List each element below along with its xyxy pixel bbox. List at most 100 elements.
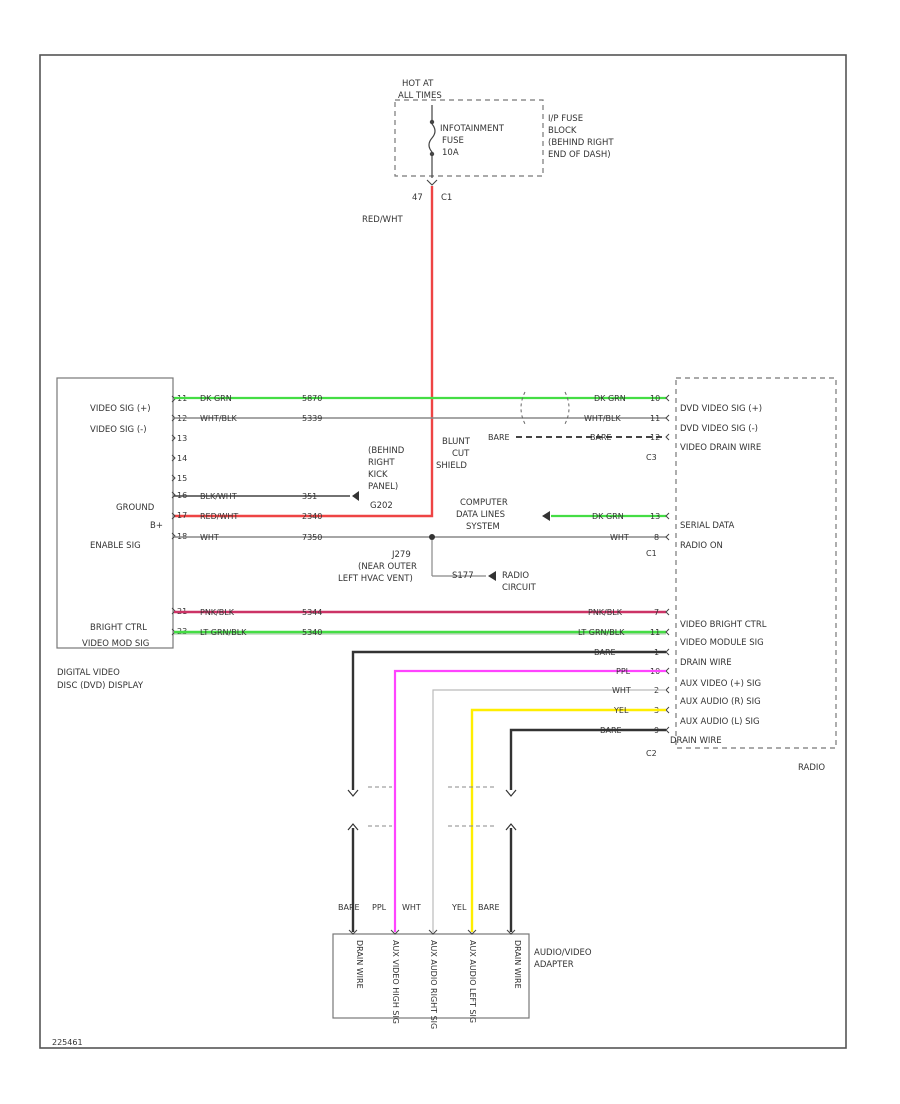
dvd-name-2: DISC (DVD) DISPLAY (57, 681, 144, 691)
radio-wire-5-color: WHT (610, 533, 629, 542)
to-radio-note-1: S177 (452, 571, 474, 581)
ground-note-4: PANEL) (368, 482, 398, 492)
radio-label-radio-on: RADIO ON (680, 541, 723, 551)
wire-3-circuit: 351 (302, 492, 317, 501)
wire-2-circuit: 5339 (302, 414, 322, 423)
to-radio-note-2: RADIO (502, 571, 529, 581)
dvd-label-ground: GROUND (116, 503, 155, 513)
blunt-label-3: SHIELD (436, 461, 467, 471)
radio-wire-3-color: BARE (590, 433, 612, 442)
dvd-name-1: DIGITAL VIDEO (57, 668, 120, 678)
comp-note-1: COMPUTER (460, 498, 508, 508)
dvd-pin-13: 13 (177, 434, 187, 443)
shield-loop (520, 391, 570, 425)
wire-2-color: WHT/BLK (200, 414, 237, 423)
dvd-pin-15: 15 (177, 474, 187, 483)
radio-wire-6-color: PNK/BLK (588, 608, 623, 617)
fuse-location-1: I/P FUSE (548, 114, 583, 124)
splice-note-3: LEFT HVAC VENT) (338, 574, 413, 584)
radio-label-drain-wire: DRAIN WIRE (680, 658, 732, 668)
radio-label-aux-audio-r: AUX AUDIO (R) SIG (680, 697, 761, 707)
radio-pin-1: 10 (650, 394, 660, 403)
adapter-pin-drain-left: DRAIN WIRE (355, 940, 364, 989)
radio-label-aux-audio-l: AUX AUDIO (L) SIG (680, 717, 760, 727)
adapter-wire-3: WHT (402, 903, 421, 912)
wire-4-color: RED/WHT (200, 512, 238, 521)
radio-label-aux-video: AUX VIDEO (+) SIG (680, 679, 761, 689)
to-radio-note-3: CIRCUIT (502, 583, 537, 593)
blunt-label-2: CUT (452, 449, 470, 459)
adapter-pin-aux-audio-l: AUX AUDIO LEFT SIG (468, 940, 477, 1023)
splice-dot (429, 534, 435, 540)
hot-label-1: HOT AT (402, 79, 434, 89)
fuse-block: HOT AT ALL TIMES INFOTAINMENT FUSE 10A I… (394, 79, 614, 203)
radio-pin-2: 11 (650, 414, 660, 423)
radio-wire-1-color: DK GRN (594, 394, 626, 403)
radio-label-drain-wire-2: DRAIN WIRE (670, 736, 722, 746)
wire-aux-audio-r (432, 689, 666, 932)
diagram-frame (39, 54, 847, 1049)
wire-6-circuit: 5344 (302, 608, 322, 617)
ground-arrow-icon (352, 491, 359, 501)
radio-label-video-bright: VIDEO BRIGHT CTRL (680, 620, 767, 630)
wire-drain-right (509, 728, 666, 790)
ground-note-3: KICK (368, 470, 388, 480)
fuse-terminal-bottom (429, 151, 435, 157)
ground-note-2: RIGHT (368, 458, 395, 468)
wire-1-color: DK GRN (200, 394, 232, 403)
adapter-name-2: ADAPTER (534, 960, 574, 970)
radio-pin-4: 13 (650, 512, 660, 521)
adapter-wire-5: BARE (478, 903, 500, 912)
dvd-label-enable-sig: ENABLE SIG (90, 541, 141, 551)
wire-7-color: LT GRN/BLK (200, 628, 247, 637)
wire-5-circuit: 7350 (302, 533, 322, 542)
dvd-label-video-mod-sig: VIDEO MOD SIG (82, 639, 149, 649)
comp-note-2: DATA LINES (456, 510, 505, 520)
radio-label-dvd-video-pos: DVD VIDEO SIG (+) (680, 404, 762, 414)
radio-pin-5: 8 (654, 533, 659, 542)
radio-label-video-drain: VIDEO DRAIN WIRE (680, 443, 761, 453)
radio-pin-6: 7 (654, 608, 659, 617)
radio-wire-11-color: YEL (613, 706, 629, 715)
adapter-pin-drain-right: DRAIN WIRE (513, 940, 522, 989)
radio-wire-8-color: BARE (594, 648, 616, 657)
adapter-name-1: AUDIO/VIDEO (534, 948, 592, 958)
fuse-icon (428, 123, 436, 153)
fuse-connector: C1 (441, 193, 452, 203)
splice-note-2: (NEAR OUTER (358, 562, 417, 572)
feed-wire-color-label: RED/WHT (362, 215, 403, 225)
feed-wire-red (174, 186, 434, 518)
adapter-wire-4: YEL (451, 903, 467, 912)
av-adapter: DRAIN WIRE AUX VIDEO HIGH SIG AUX AUDIO … (332, 929, 592, 1029)
hot-label-2: ALL TIMES (398, 91, 442, 101)
radio-wire-12-color: BARE (600, 726, 622, 735)
radio-circuit-arrow-icon (488, 571, 496, 581)
wire-7-circuit: 5340 (302, 628, 322, 637)
radio-label-dvd-video-neg: DVD VIDEO SIG (-) (680, 424, 758, 434)
figure-id: 225461 (52, 1038, 83, 1047)
dvd-pin-14: 14 (177, 454, 187, 463)
blunt-label-1: BLUNT (442, 437, 471, 447)
radio-name: RADIO (798, 763, 825, 773)
adapter-pin-aux-video: AUX VIDEO HIGH SIG (391, 940, 400, 1024)
fuse-location-3: (BEHIND RIGHT (548, 138, 614, 148)
fuse-name-1: INFOTAINMENT (440, 124, 505, 134)
connector-icon (426, 179, 438, 186)
fuse-terminal-top (429, 119, 435, 125)
wire-4-circuit: 2340 (302, 512, 322, 521)
data-lines-arrow-icon (542, 511, 550, 521)
radio-connector-c1: C1 (646, 549, 657, 558)
dvd-label-video-sig-neg: VIDEO SIG (-) (90, 425, 147, 435)
radio-wire-4-color: DK GRN (592, 512, 624, 521)
wire-1-circuit: 5870 (302, 394, 322, 403)
fuse-location-2: BLOCK (548, 126, 577, 136)
wire-drain-left (351, 650, 666, 790)
fuse-amp: 10A (442, 148, 459, 158)
dvd-label-video-sig-pos: VIDEO SIG (+) (90, 404, 151, 414)
radio-wire-3-color-left: BARE (488, 433, 510, 442)
dvd-pin-17: 17 (177, 511, 187, 520)
splice-note-1: J279 (391, 550, 411, 560)
radio-pin-7: 11 (650, 628, 660, 637)
adapter-pin-aux-audio-r: AUX AUDIO RIGHT SIG (429, 940, 438, 1029)
ground-note-1: (BEHIND (368, 446, 405, 456)
